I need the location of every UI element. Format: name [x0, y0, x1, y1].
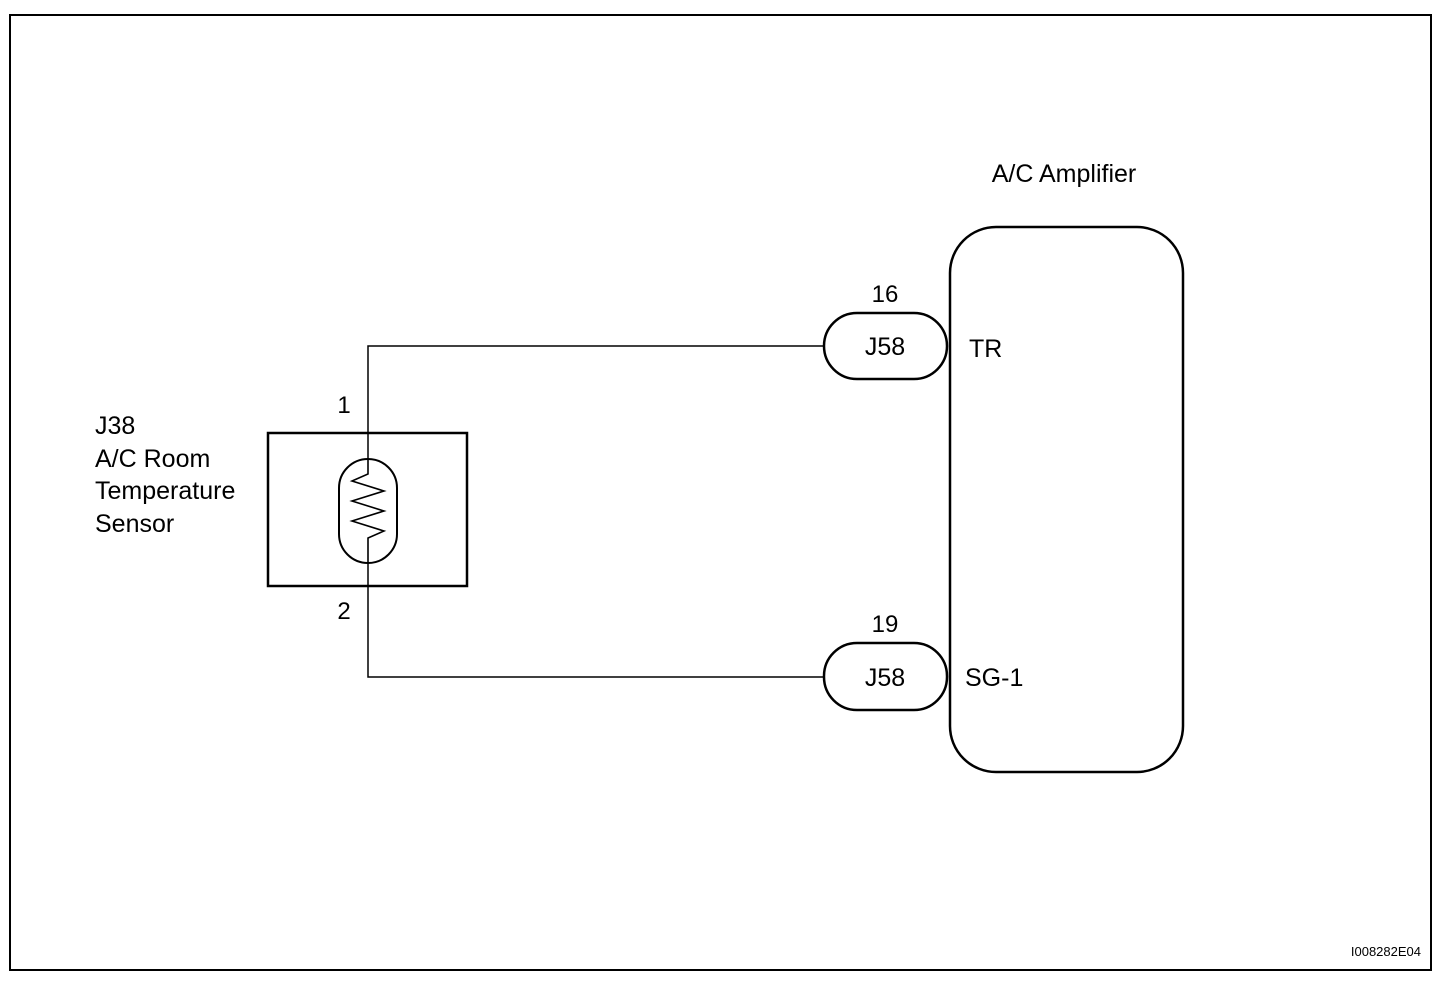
sensor-id: J38: [95, 412, 135, 440]
terminal-tr-label: TR: [969, 335, 1002, 363]
figure-code: I008282E04: [1351, 944, 1421, 959]
diagram-frame: [9, 14, 1432, 971]
sensor-name-line2: Temperature: [95, 477, 235, 505]
amplifier-block: [948, 225, 1185, 774]
connector-top-label: J58: [865, 333, 905, 361]
terminal-sg1-label: SG-1: [965, 664, 1023, 692]
amplifier-title: A/C Amplifier: [992, 160, 1136, 188]
thermistor-zigzag: [349, 460, 387, 562]
connector-top-pin-number: 16: [872, 281, 899, 308]
connector-bottom-label: J58: [865, 664, 905, 692]
sensor-name-line1: A/C Room: [95, 445, 210, 473]
sensor-name-line3: Sensor: [95, 510, 174, 538]
connector-bottom-pin-number: 19: [872, 611, 899, 638]
wire-tr: [367, 345, 824, 460]
sensor-pin-bottom: 2: [337, 598, 350, 625]
sensor-box: [266, 431, 469, 588]
sensor-pin-top: 1: [337, 392, 350, 419]
wire-sg1: [367, 562, 824, 678]
thermistor-body: [338, 458, 398, 564]
